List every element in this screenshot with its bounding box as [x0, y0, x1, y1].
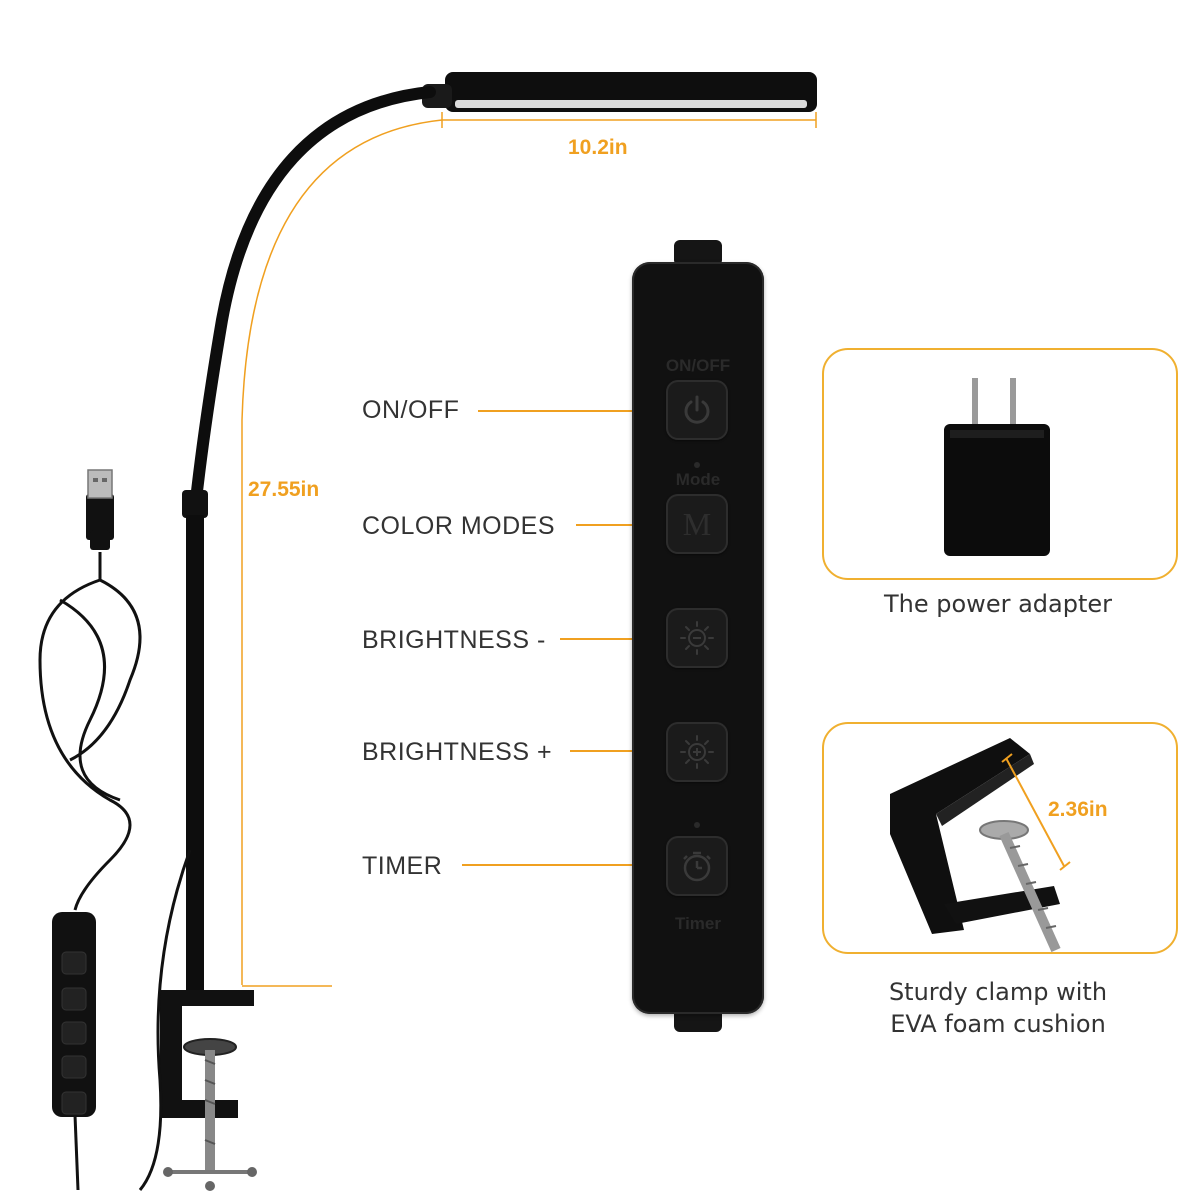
dimension-lines: [241, 112, 817, 987]
stopwatch-icon: [683, 851, 711, 882]
sun-minus-icon: [680, 621, 714, 655]
controller-top-tab: [674, 240, 722, 266]
timer-button[interactable]: [666, 836, 728, 896]
callout-line-on-off: [478, 410, 654, 412]
power-adapter-caption: The power adapter: [884, 590, 1112, 618]
timer-indicator-dot: [694, 822, 700, 828]
clamp-caption-line-2: EVA foam cushion: [890, 1010, 1106, 1038]
power-adapter-icon: [944, 378, 1050, 556]
onoff-text: ON/OFF: [665, 356, 731, 375]
small-controller: [52, 912, 96, 1117]
mode-button[interactable]: M: [666, 494, 728, 554]
callout-line-brightness-down: [560, 638, 654, 640]
callout-line-brightness-up: [570, 750, 654, 752]
head-length-label: 10.2in: [568, 136, 628, 159]
clamp-icon: [890, 738, 1071, 953]
height-label: 27.55in: [248, 478, 320, 501]
power-icon: [684, 395, 710, 424]
sun-plus-icon: [680, 735, 714, 769]
mode-m-icon: M: [682, 505, 712, 542]
callout-brightness-down: BRIGHTNESS -: [362, 626, 546, 654]
callout-line-timer: [462, 864, 654, 866]
callout-color-modes: COLOR MODES: [362, 512, 556, 540]
desk-clamp: [160, 990, 257, 1191]
callout-brightness-up: BRIGHTNESS +: [362, 738, 553, 766]
brightness-up-button[interactable]: [666, 722, 728, 782]
clamp-card: [822, 722, 1178, 954]
clamp-caption: Sturdy clamp with EVA foam cushion: [822, 976, 1174, 1040]
timer-text: Timer: [675, 914, 721, 933]
power-adapter-card: [822, 348, 1178, 580]
brightness-down-button[interactable]: [666, 608, 728, 668]
mode-text: Mode: [675, 470, 721, 489]
clamp-caption-line-1: Sturdy clamp with: [888, 978, 1108, 1006]
clamp-opening-label: 2.36in: [1048, 798, 1108, 821]
callout-on-off: ON/OFF: [362, 396, 460, 424]
lamp-arm: [182, 86, 436, 995]
callout-timer: TIMER: [362, 852, 443, 880]
power-button[interactable]: [666, 380, 728, 440]
lamp-head: [422, 72, 817, 112]
mode-indicator-dot: [694, 462, 700, 468]
callout-line-color-modes: [576, 524, 654, 526]
usb-cable: [38, 469, 192, 1191]
